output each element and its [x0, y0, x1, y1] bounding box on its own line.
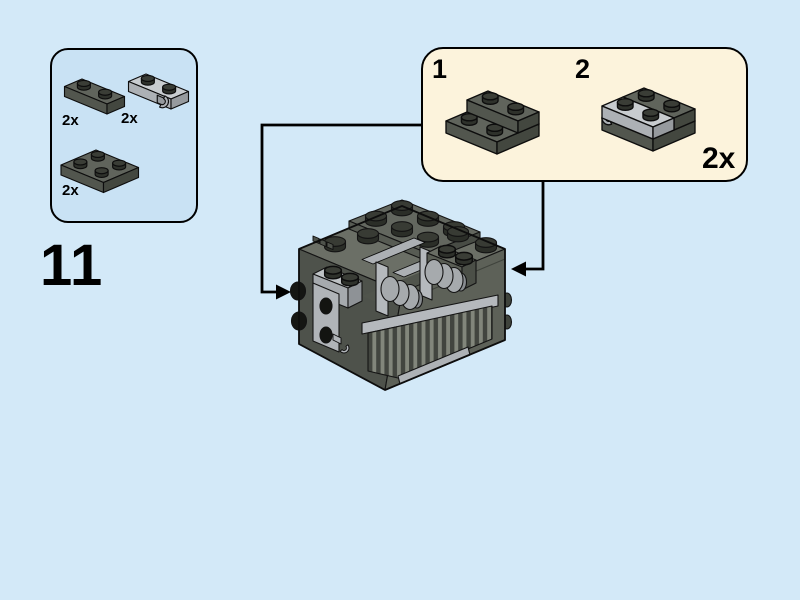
part-count-label: 2x: [121, 110, 138, 127]
model-cylinders-right: [424, 258, 468, 294]
model-grille: [367, 305, 493, 379]
arrow-right-icon: [511, 261, 526, 277]
part-count-label: 2x: [62, 112, 79, 129]
model-cylinders-left: [380, 275, 424, 311]
callout-count-label: 2x: [702, 142, 736, 175]
model-front-left-brick: [312, 265, 363, 309]
model-front-right-brick: [426, 244, 477, 291]
callout-substep-label: 1: [432, 54, 448, 84]
model-top-plate: [348, 199, 481, 262]
model-render: [289, 199, 513, 391]
model-left-side-details: [289, 281, 350, 354]
callout-connector-left: [260, 123, 421, 300]
callout-substep-label: 2: [575, 54, 591, 84]
callout-connector-right: [511, 182, 545, 277]
part-count-label: 2x: [62, 182, 79, 199]
step-number: 11: [40, 233, 104, 298]
arrow-left-icon: [276, 284, 291, 300]
model-edge-teeth: [312, 235, 334, 250]
